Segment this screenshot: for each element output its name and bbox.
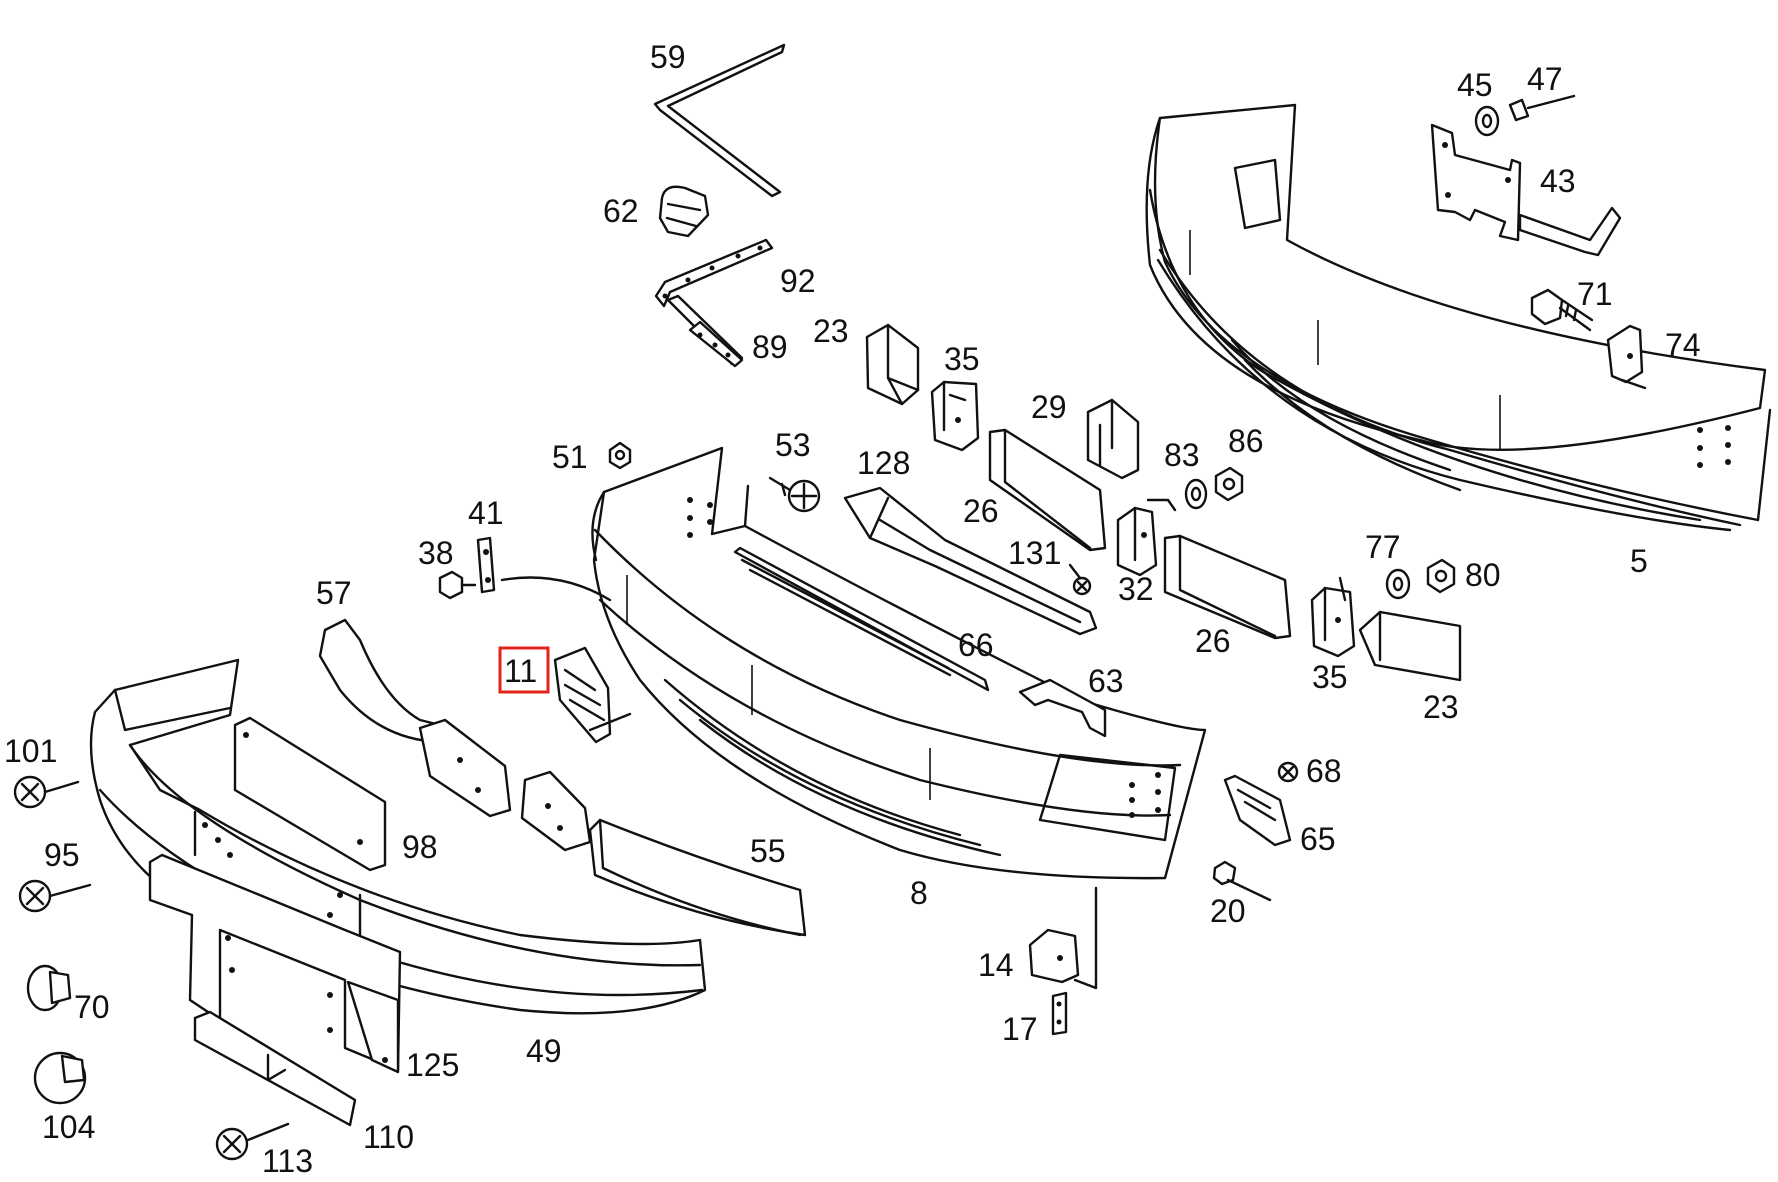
callout-35-lower[interactable]: 35 [1312, 659, 1348, 695]
bracket-35-lower[interactable] [1310, 576, 1356, 658]
callout-47[interactable]: 47 [1527, 61, 1563, 97]
washer-45[interactable] [1474, 105, 1500, 137]
bumper-strip-55[interactable] [588, 818, 807, 937]
callout-74[interactable]: 74 [1665, 327, 1701, 363]
callout-63[interactable]: 63 [1088, 663, 1124, 699]
callout-92[interactable]: 92 [780, 263, 816, 299]
bolt-47[interactable] [1508, 94, 1576, 122]
nut-38[interactable] [438, 570, 477, 600]
screw-101[interactable] [13, 775, 80, 809]
washer-83[interactable] [1184, 478, 1208, 510]
clip-68[interactable] [1277, 761, 1299, 783]
callout-95[interactable]: 95 [44, 837, 80, 873]
grille-strip-66[interactable] [733, 546, 990, 692]
highlight-box-part-11 [498, 646, 550, 694]
energy-absorber-blocks[interactable] [418, 718, 592, 852]
callout-35-top[interactable]: 35 [944, 341, 980, 377]
callout-41[interactable]: 41 [468, 495, 504, 531]
bracket-35-top[interactable] [930, 380, 980, 452]
callout-59[interactable]: 59 [650, 39, 686, 75]
callout-131[interactable]: 131 [1008, 535, 1061, 571]
plate-17[interactable] [1051, 991, 1068, 1036]
plug-104[interactable] [33, 1051, 87, 1105]
callout-43[interactable]: 43 [1540, 163, 1576, 199]
clip-131[interactable] [1068, 563, 1092, 596]
callout-71[interactable]: 71 [1577, 276, 1613, 312]
impact-absorber-26-lower[interactable] [1163, 534, 1292, 640]
callout-45[interactable]: 45 [1457, 67, 1493, 103]
end-cap-23-lower[interactable] [1358, 610, 1462, 682]
grille-insert-11[interactable] [553, 646, 632, 744]
washer-77[interactable] [1385, 568, 1411, 600]
callout-125[interactable]: 125 [406, 1047, 459, 1083]
callout-23-top[interactable]: 23 [813, 313, 849, 349]
bracket-32[interactable] [1116, 498, 1177, 577]
screw-95[interactable] [18, 879, 92, 913]
plate-41[interactable] [476, 536, 496, 594]
callout-20[interactable]: 20 [1210, 893, 1246, 929]
bracket-14[interactable] [1028, 886, 1098, 990]
bolt-20[interactable] [1212, 860, 1272, 902]
bracket-63[interactable] [1018, 678, 1107, 738]
callout-86[interactable]: 86 [1228, 423, 1264, 459]
wire-harness [500, 576, 612, 602]
nut-86[interactable] [1214, 466, 1244, 502]
callout-101[interactable]: 101 [4, 733, 57, 769]
callout-29[interactable]: 29 [1031, 389, 1067, 425]
clip-74[interactable] [1606, 324, 1647, 390]
callout-77[interactable]: 77 [1365, 529, 1401, 565]
callout-104[interactable]: 104 [42, 1109, 95, 1145]
callout-70[interactable]: 70 [74, 989, 110, 1025]
bracket-65[interactable] [1223, 774, 1292, 847]
molding-59[interactable] [653, 43, 786, 198]
license-plate-holder-98[interactable] [233, 716, 387, 872]
trim-strip-89[interactable] [666, 294, 744, 368]
bracket-125[interactable] [346, 980, 400, 1074]
callout-66[interactable]: 66 [958, 627, 994, 663]
air-duct-128[interactable] [843, 486, 1098, 636]
callout-55[interactable]: 55 [750, 833, 786, 869]
plug-70[interactable] [26, 964, 72, 1012]
bracket-43[interactable] [1430, 123, 1622, 257]
impact-absorber-26-top[interactable] [988, 428, 1107, 552]
callout-113[interactable]: 113 [262, 1143, 313, 1179]
callout-83[interactable]: 83 [1164, 437, 1200, 473]
screw-113[interactable] [215, 1122, 290, 1161]
callout-110[interactable]: 110 [363, 1119, 414, 1155]
callout-89[interactable]: 89 [752, 329, 788, 365]
callout-68[interactable]: 68 [1306, 753, 1342, 789]
callout-80[interactable]: 80 [1465, 557, 1501, 593]
callout-5[interactable]: 5 [1630, 543, 1648, 579]
callout-65[interactable]: 65 [1300, 821, 1336, 857]
nut-80[interactable] [1426, 558, 1456, 594]
trim-strip-92[interactable] [654, 238, 774, 308]
callout-62[interactable]: 62 [603, 193, 639, 229]
spacer-29[interactable] [1086, 398, 1140, 480]
callout-98[interactable]: 98 [402, 829, 438, 865]
nut-51[interactable] [608, 441, 632, 470]
callout-51[interactable]: 51 [552, 439, 588, 475]
callout-8[interactable]: 8 [910, 875, 928, 911]
end-cap-23-top[interactable] [865, 323, 920, 406]
callout-53[interactable]: 53 [775, 427, 811, 463]
lower-panel-110[interactable] [148, 853, 402, 1127]
callout-labels: 59 62 92 89 23 35 29 45 47 43 71 74 51 5… [4, 39, 1701, 1179]
callout-14[interactable]: 14 [978, 947, 1014, 983]
callout-128[interactable]: 128 [857, 445, 910, 481]
callout-23-lower[interactable]: 23 [1423, 689, 1459, 725]
callout-11[interactable]: 11 [504, 653, 537, 689]
bolt-71[interactable] [1530, 288, 1594, 332]
bumper-strip-57[interactable] [318, 618, 442, 744]
screw-53[interactable] [768, 476, 821, 513]
callout-57[interactable]: 57 [316, 575, 352, 611]
callout-26-top[interactable]: 26 [963, 493, 999, 529]
callout-49[interactable]: 49 [526, 1033, 562, 1069]
callout-32[interactable]: 32 [1118, 571, 1154, 607]
callout-17[interactable]: 17 [1002, 1011, 1038, 1047]
clip-62[interactable] [658, 185, 710, 238]
callout-38[interactable]: 38 [418, 535, 454, 571]
callout-26-lower[interactable]: 26 [1195, 623, 1231, 659]
